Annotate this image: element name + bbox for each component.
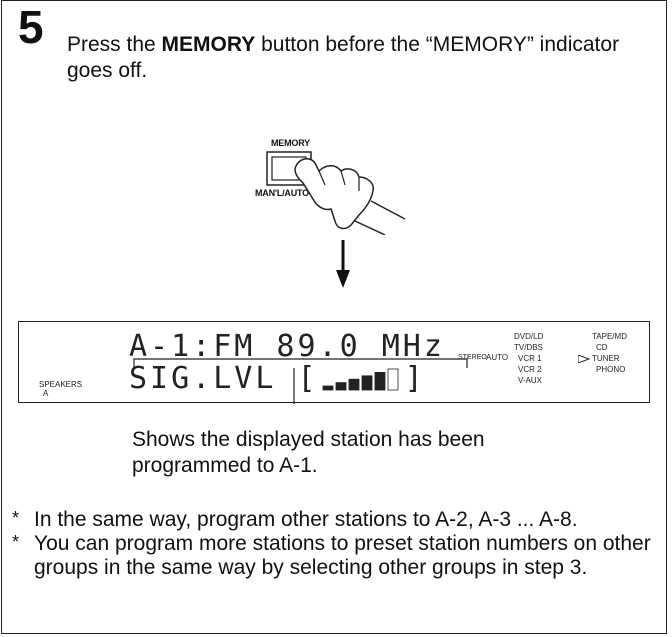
note-text: You can program more stations to preset … bbox=[34, 532, 651, 579]
note-asterisk: * bbox=[12, 508, 20, 528]
signal-bar bbox=[322, 385, 333, 391]
caption-line-2: programmed to A-1. bbox=[132, 454, 318, 477]
input-vcr-2: VCR 2 bbox=[518, 365, 542, 374]
memory-label: MEMORY bbox=[271, 138, 310, 148]
receiver-display-panel: A-1:FM 89.0 MHz SIG.LVL [] SPEAKERS A ST… bbox=[18, 321, 650, 404]
signal-bar bbox=[387, 368, 398, 391]
auto-indicator: AUTO bbox=[486, 353, 509, 362]
caption-line-1: Shows the displayed station has been bbox=[132, 428, 485, 451]
selected-input-triangle-icon bbox=[578, 355, 590, 363]
memory-button-illustration: MEMORY MAN'L/AUTO bbox=[255, 125, 415, 235]
instruction-text-start: Press the bbox=[67, 33, 162, 56]
signal-bar bbox=[348, 378, 359, 391]
down-arrow-icon bbox=[336, 240, 350, 288]
input-phono: PHONO bbox=[596, 365, 626, 374]
station-bracket-icon bbox=[133, 358, 468, 404]
input-v-aux: V-AUX bbox=[518, 376, 543, 385]
input-dvd-ld: DVD/LD bbox=[514, 332, 544, 341]
signal-level-bracket-close: ] bbox=[404, 361, 426, 396]
signal-level-label: SIG.LVL [ bbox=[129, 361, 319, 396]
manl-auto-label: MAN'L/AUTO bbox=[255, 188, 309, 198]
signal-bars-icon bbox=[322, 368, 398, 391]
hand-pressing-button-icon bbox=[266, 151, 406, 235]
step-instruction: Press the MEMORY button before the “MEMO… bbox=[67, 32, 647, 84]
input-cd: CD bbox=[596, 343, 608, 352]
input-tape-md: TAPE/MD bbox=[592, 332, 627, 341]
display-line-1: A-1:FM 89.0 MHz bbox=[129, 329, 445, 364]
note-asterisk: * bbox=[12, 532, 20, 552]
note-item: * In the same way, program other stations… bbox=[12, 508, 662, 532]
note-item: * You can program more stations to preset… bbox=[12, 532, 662, 580]
input-tuner: TUNER bbox=[592, 354, 620, 363]
notes-list: * In the same way, program other stations… bbox=[12, 508, 662, 580]
signal-bar bbox=[361, 375, 372, 391]
input-vcr-1: VCR 1 bbox=[518, 354, 542, 363]
note-text: In the same way, program other stations … bbox=[34, 508, 578, 531]
signal-level-meter bbox=[319, 365, 405, 391]
speakers-value: A bbox=[43, 389, 49, 398]
instruction-text-end: button before the “MEMORY” indicator goe… bbox=[67, 33, 620, 82]
signal-bar bbox=[374, 372, 385, 391]
speakers-label: SPEAKERS bbox=[39, 380, 83, 389]
step-number: 5 bbox=[18, 1, 44, 53]
stereo-indicator: STEREO bbox=[458, 354, 487, 361]
display-line-2: SIG.LVL [] bbox=[129, 361, 426, 396]
display-caption: Shows the displayed station has been pro… bbox=[132, 427, 485, 479]
instruction-button-name: MEMORY bbox=[161, 33, 256, 56]
input-tv-dbs: TV/DBS bbox=[514, 343, 543, 352]
signal-bar bbox=[335, 382, 346, 391]
